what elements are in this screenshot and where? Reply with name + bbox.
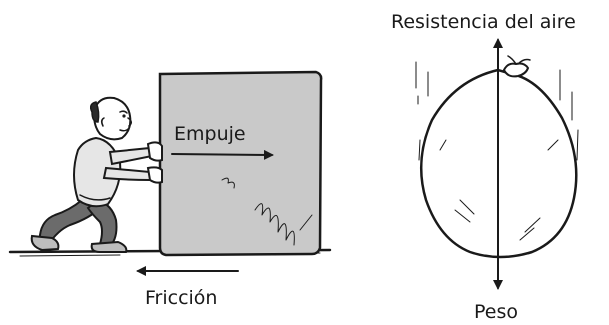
box [158, 70, 323, 257]
man-pushing [30, 96, 163, 253]
falling-bag-scene: Resistencia del aire Peso [391, 11, 579, 323]
air-resistance-label: Resistencia del aire [391, 11, 576, 33]
pushing-scene: Empuje Fricción [8, 70, 332, 309]
push-arrow [171, 149, 274, 160]
weight-label: Peso [474, 301, 518, 323]
friction-label: Fricción [145, 287, 217, 309]
push-label: Empuje [174, 123, 246, 145]
